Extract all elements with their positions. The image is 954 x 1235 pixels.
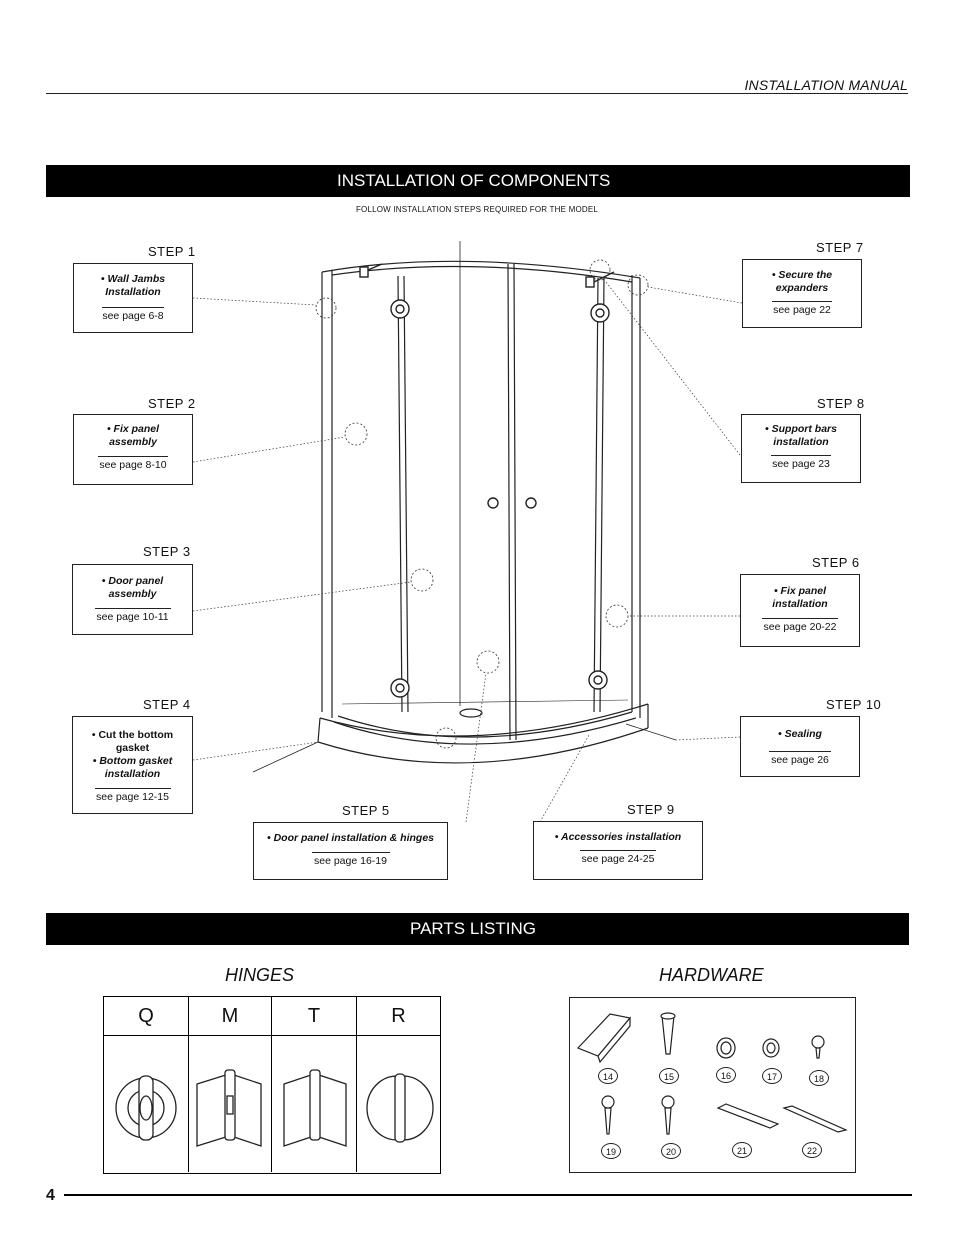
step-5-page-ref: see page 16-19 — [314, 855, 387, 867]
step-10-label: STEP 10 — [826, 697, 882, 712]
step-10-rule — [769, 751, 831, 752]
step-3-label: STEP 3 — [143, 544, 191, 559]
step-7-rule — [772, 301, 832, 302]
step-1-rule — [102, 307, 164, 308]
step-3-page-ref: see page 10-11 — [96, 611, 169, 623]
step-1-page-ref: see page 6-8 — [102, 310, 164, 322]
step-6-page-ref: see page 20-22 — [763, 621, 837, 633]
step-2-desc-line1: • Fix panel — [106, 423, 160, 435]
step-5-label: STEP 5 — [342, 803, 390, 818]
step-8-label: STEP 8 — [817, 396, 865, 411]
step-3-desc-line1: • Door panel — [101, 575, 164, 587]
step-1-desc-line1: • Wall Jambs — [100, 273, 166, 285]
step-6-box: • Fix panel installation see page 20-22 — [740, 574, 860, 647]
step-4-label: STEP 4 — [143, 697, 191, 712]
step-5-box: • Door panel installation & hinges see p… — [253, 822, 448, 880]
page-number: 4 — [46, 1187, 55, 1204]
step-6-desc-line2: installation — [772, 598, 828, 610]
step-2-page-ref: see page 8-10 — [99, 459, 167, 471]
step-7-desc-line1: • Secure the — [771, 269, 833, 281]
hinges-header-row: Q M T R — [104, 997, 440, 1036]
manual-title: INSTALLATION MANUAL — [744, 77, 908, 93]
step-9-desc-line1: • Accessories installation — [554, 831, 682, 843]
step-2-label: STEP 2 — [148, 396, 196, 411]
step-4-desc-line1: • Cut the bottom — [91, 729, 174, 741]
step-8-box: • Support bars installation see page 23 — [741, 414, 861, 483]
hardware-item-18: 18 — [809, 1070, 829, 1086]
step-5-desc-line1: • Door panel installation & hinges — [266, 832, 435, 844]
hinges-title: HINGES — [225, 965, 295, 985]
step-6-rule — [762, 618, 838, 619]
step-10-desc-line1: • Sealing — [778, 728, 822, 740]
hardware-item-20: 20 — [661, 1143, 681, 1159]
step-2-desc-line2: assembly — [109, 436, 157, 448]
step-7-desc-line2: expanders — [775, 282, 829, 294]
step-2-rule — [98, 456, 168, 457]
step-4-page-ref: see page 12-15 — [96, 791, 169, 803]
step-4-box: • Cut the bottom gasket • Bottom gasket … — [72, 716, 193, 814]
step-8-rule — [771, 455, 831, 456]
step-3-desc-line2: assembly — [108, 588, 157, 600]
step-8-desc-line1: • Support bars — [765, 423, 837, 435]
step-8-page-ref: see page 23 — [772, 458, 830, 470]
hardware-item-19: 19 — [601, 1143, 621, 1159]
hinges-image-row — [104, 1036, 440, 1172]
step-9-box: • Accessories installation see page 24-2… — [533, 821, 703, 880]
hardware-item-17: 17 — [762, 1068, 782, 1084]
hinge-col-r: R — [391, 1005, 406, 1027]
installation-title: INSTALLATION OF COMPONENTS — [337, 171, 611, 190]
step-6-desc-line1: • Fix panel — [773, 585, 827, 597]
step-1-desc-line2: Installation — [105, 286, 161, 298]
hinge-q-drawing — [104, 1036, 189, 1172]
step-9-label: STEP 9 — [627, 802, 675, 817]
hardware-item-21: 21 — [732, 1142, 752, 1158]
step-7-box: • Secure the expanders see page 22 — [742, 259, 862, 328]
step-4-desc-line4: installation — [104, 768, 161, 780]
hardware-item-16: 16 — [716, 1067, 736, 1083]
step-2-box: • Fix panel assembly see page 8-10 — [73, 414, 193, 485]
step-3-rule — [94, 608, 171, 609]
step-7-page-ref: see page 22 — [773, 304, 831, 316]
step-4-desc-line3: • Bottom gasket — [92, 755, 173, 767]
hinge-m-drawing — [189, 1036, 272, 1172]
step-5-rule — [311, 852, 390, 853]
hardware-drawings — [576, 1012, 848, 1135]
hinge-col-t: T — [272, 997, 357, 1035]
hinge-col-m: M — [189, 997, 272, 1035]
step-4-rule — [94, 788, 171, 789]
hinge-r-drawing — [357, 1036, 441, 1172]
step-10-page-ref: see page 26 — [771, 754, 829, 766]
header-rule — [46, 93, 908, 94]
step-9-page-ref: see page 24-25 — [581, 853, 655, 865]
hinges-table: Q M T R — [103, 996, 441, 1174]
step-8-desc-line2: installation — [773, 436, 829, 448]
step-4-desc-line2: gasket — [115, 742, 150, 754]
parts-section-bar: PARTS LISTING — [46, 913, 909, 945]
hardware-item-15: 15 — [659, 1068, 679, 1084]
step-10-box: • Sealing see page 26 — [740, 716, 860, 777]
step-1-label: STEP 1 — [148, 244, 196, 259]
step-7-label: STEP 7 — [816, 240, 864, 255]
parts-title: PARTS LISTING — [410, 919, 536, 938]
step-9-rule — [580, 850, 656, 851]
hardware-box: 14 15 16 17 18 19 20 21 22 — [569, 997, 856, 1173]
footer-rule — [64, 1194, 912, 1196]
hardware-item-14: 14 — [598, 1068, 618, 1084]
step-3-box: • Door panel assembly see page 10-11 — [72, 564, 193, 635]
hardware-item-22: 22 — [802, 1142, 822, 1158]
hinge-t-drawing — [272, 1036, 357, 1172]
step-6-label: STEP 6 — [812, 555, 860, 570]
installation-section-bar: INSTALLATION OF COMPONENTS — [46, 165, 910, 197]
hinge-col-q: Q — [104, 997, 189, 1035]
hardware-title: HARDWARE — [659, 965, 764, 985]
step-1-box: • Wall Jambs Installation see page 6-8 — [73, 263, 193, 333]
shower-enclosure-diagram — [192, 241, 743, 823]
installation-subtitle: FOLLOW INSTALLATION STEPS REQUIRED FOR T… — [355, 205, 599, 214]
